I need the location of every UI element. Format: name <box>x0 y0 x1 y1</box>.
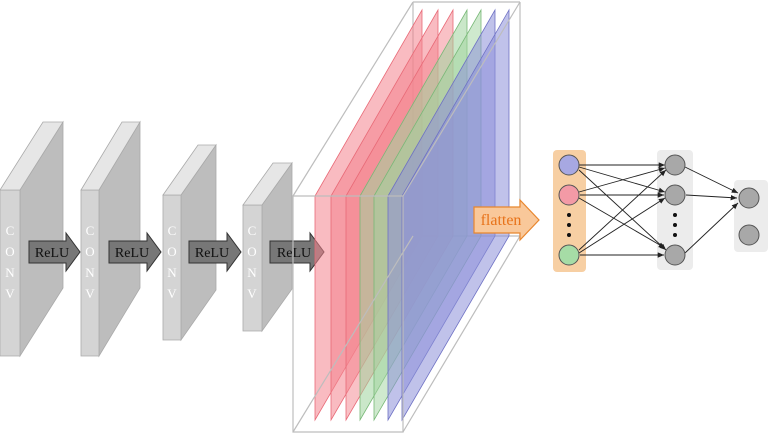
feature-map-slices <box>314 8 510 422</box>
hidden-layer-ellipsis <box>673 213 677 237</box>
feature-map-bounding-box-front <box>292 1 521 433</box>
flatten-arrow: flatten <box>473 198 540 242</box>
svg-text:N: N <box>5 265 15 280</box>
svg-text:O: O <box>167 244 176 259</box>
svg-text:C: C <box>168 223 177 238</box>
svg-text:O: O <box>85 244 94 259</box>
svg-text:O: O <box>247 244 256 259</box>
relu-arrow-1: ReLU <box>28 231 81 273</box>
svg-text:V: V <box>167 286 177 301</box>
relu-arrow-1-label: ReLU <box>35 246 69 261</box>
svg-text:N: N <box>85 265 95 280</box>
network-connections <box>578 162 739 258</box>
relu-arrow-3-label: ReLU <box>195 246 229 261</box>
dense-network <box>553 150 768 272</box>
relu-arrow-2-shape <box>108 231 162 273</box>
flatten-arrow-label: flatten <box>481 212 522 229</box>
svg-text:V: V <box>5 286 15 301</box>
relu-arrow-2-label: ReLU <box>115 246 149 261</box>
input-layer-panel <box>553 150 586 272</box>
feature-map-stack <box>292 1 521 433</box>
conv-layer-2-label: C O N V <box>85 223 95 301</box>
svg-text:N: N <box>167 265 177 280</box>
svg-text:O: O <box>5 244 14 259</box>
relu-arrow-4-label: ReLU <box>277 246 311 261</box>
input-layer-nodes <box>558 154 580 266</box>
conv-layer-4-label: C O N V <box>247 223 257 301</box>
flatten-arrow-shape <box>473 198 540 242</box>
conv-layer-1-label: C O N V <box>5 223 15 301</box>
relu-arrow-1-shape <box>28 231 81 273</box>
svg-text:C: C <box>248 223 257 238</box>
input-node-red <box>558 184 580 206</box>
conv-layer-3-label: C O N V <box>167 223 177 301</box>
relu-arrow-3-shape <box>188 231 242 273</box>
hidden-node <box>664 244 686 266</box>
hidden-layer-panel <box>657 150 693 270</box>
output-node <box>738 224 760 246</box>
conv-layer-1: C O N V <box>0 120 64 358</box>
input-layer-ellipsis <box>567 213 571 237</box>
input-node-green <box>558 244 580 266</box>
svg-text:C: C <box>6 223 15 238</box>
hidden-layer-nodes <box>664 154 686 266</box>
conv-layer-2: C O N V <box>80 120 141 358</box>
conv-layer-1-top <box>0 121 64 191</box>
conv-layer-3: C O N V <box>162 143 217 342</box>
hidden-node <box>664 184 686 206</box>
svg-text:V: V <box>85 286 95 301</box>
relu-arrow-2: ReLU <box>108 231 162 273</box>
hidden-node <box>664 154 686 176</box>
output-layer-nodes <box>738 187 760 246</box>
conv-layer-2-top <box>80 121 141 191</box>
output-node <box>738 187 760 209</box>
input-node-blue <box>558 154 580 176</box>
conv-layer-3-top <box>162 144 217 196</box>
svg-text:V: V <box>247 286 257 301</box>
svg-text:N: N <box>247 265 257 280</box>
relu-arrow-3: ReLU <box>188 231 242 273</box>
feature-slice-blue-2 <box>401 8 510 422</box>
conv-layer-4-top <box>242 162 293 206</box>
svg-text:C: C <box>86 223 95 238</box>
